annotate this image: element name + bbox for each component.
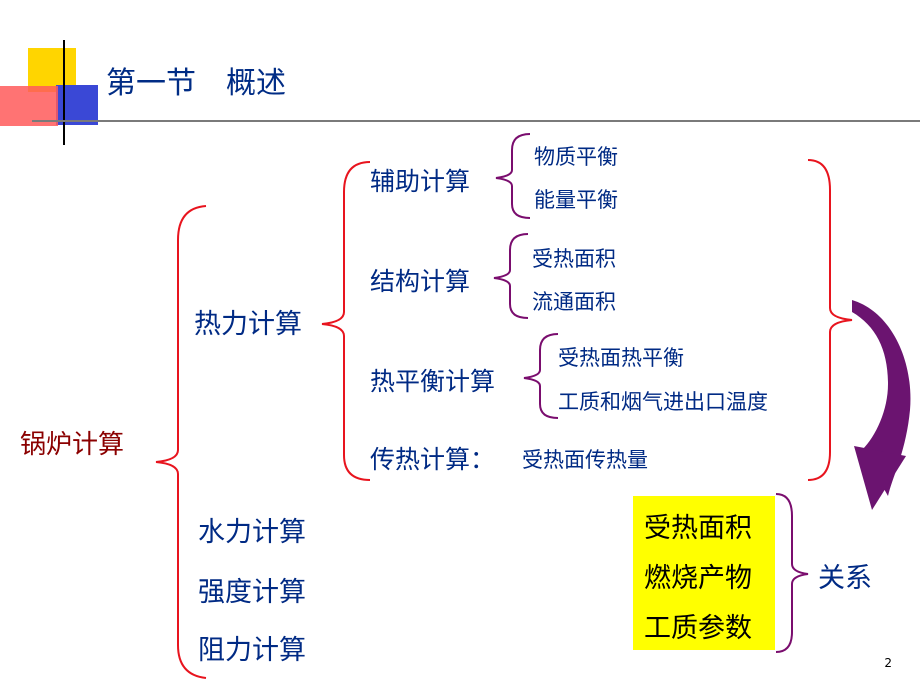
- branch-resistance: 阻力计算: [198, 635, 306, 666]
- node-aux: 辅助计算: [370, 167, 471, 196]
- highlight-box: 受热面积 燃烧产物 工质参数: [633, 496, 775, 650]
- leaf-io-temperatures: 工质和烟气进出口温度: [558, 390, 768, 414]
- heat-balance-bracket: [523, 333, 559, 419]
- node-structure: 结构计算: [370, 267, 471, 296]
- leaf-mass-balance: 物质平衡: [534, 145, 618, 169]
- red-square: [0, 86, 58, 126]
- leaf-energy-balance: 能量平衡: [534, 188, 618, 212]
- box-item-heating-area: 受热面积: [644, 513, 752, 544]
- box-item-working-fluid: 工质参数: [644, 613, 752, 644]
- leaf-flow-area: 流通面积: [532, 290, 616, 314]
- leaf-heating-area: 受热面积: [532, 247, 616, 271]
- curved-arrow-head: [854, 446, 906, 510]
- aux-bracket: [495, 133, 531, 219]
- branch-hydraulic: 水力计算: [198, 517, 306, 548]
- box-item-combustion-products: 燃烧产物: [644, 563, 752, 594]
- relation-label: 关系: [818, 563, 872, 594]
- root-node: 锅炉计算: [20, 430, 125, 460]
- leaf-surface-heat-balance: 受热面热平衡: [558, 346, 684, 370]
- yellow-square: [28, 48, 76, 92]
- branch-strength: 强度计算: [198, 577, 306, 608]
- node-heat-balance: 热平衡计算: [370, 367, 496, 396]
- page-number: 2: [884, 656, 892, 670]
- structure-bracket: [493, 233, 529, 319]
- node-heat-transfer: 传热计算：: [370, 445, 496, 474]
- result-bracket: [807, 159, 853, 481]
- thermal-bracket: [321, 161, 371, 481]
- page-title: 第一节 概述: [106, 66, 286, 101]
- branch-thermal: 热力计算: [194, 309, 302, 340]
- root-bracket: [155, 205, 207, 679]
- curved-arrow-body: [852, 300, 911, 496]
- leaf-heat-transfer-amount: 受热面传热量: [522, 448, 648, 472]
- relation-bracket: [775, 493, 809, 653]
